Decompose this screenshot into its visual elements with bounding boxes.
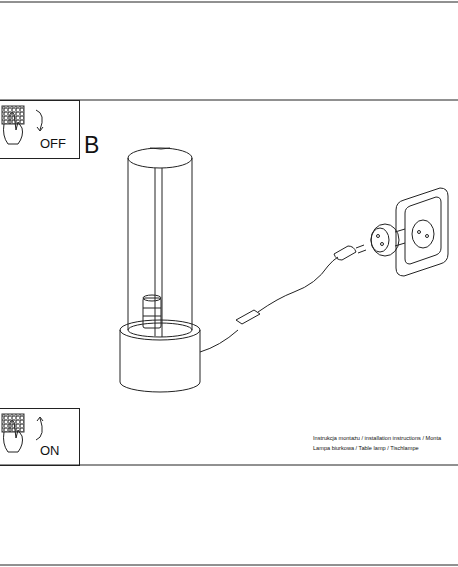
- icon-box: OFF: [0, 100, 80, 159]
- footer-note: Instrukcja montażu / installation instru…: [313, 436, 441, 442]
- footer-note: Lampa biurkowa / Table lamp / Tischlampe: [313, 446, 419, 452]
- icon-box: ON: [0, 408, 80, 466]
- switch-state: ON: [40, 444, 60, 457]
- step-letter: B: [84, 134, 99, 157]
- switch-state: OFF: [40, 137, 66, 150]
